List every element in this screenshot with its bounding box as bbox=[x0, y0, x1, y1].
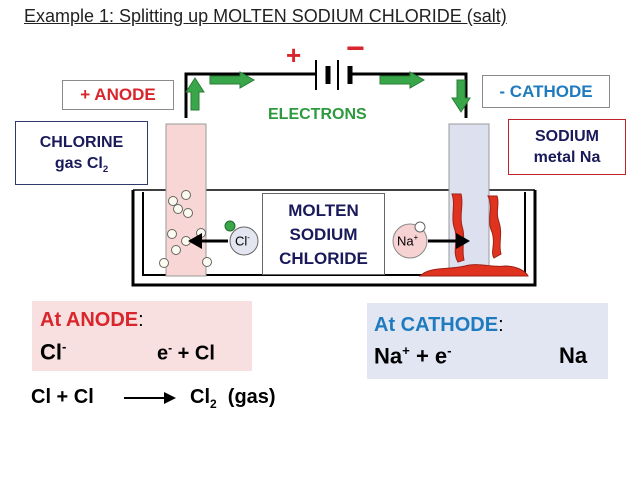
electrons-label: ELECTRONS bbox=[268, 106, 367, 123]
chlorine-eq-left: Cl + Cl bbox=[31, 386, 94, 408]
arrow-up-icon bbox=[185, 77, 205, 111]
arrow-right-icon bbox=[209, 71, 256, 89]
reaction-arrow-chlorine bbox=[164, 392, 176, 404]
cathode-equation-panel bbox=[367, 303, 608, 379]
arrow-down-icon bbox=[451, 79, 471, 113]
electron-dot bbox=[224, 220, 236, 232]
page-title: Example 1: Splitting up MOLTEN SODIUM CH… bbox=[24, 6, 507, 26]
cl-ion bbox=[229, 226, 259, 256]
electron-hole bbox=[414, 221, 426, 233]
cl-ion-label: Cl- bbox=[235, 233, 250, 249]
chlorine-gas-label: CHLORINE gas Cl2 bbox=[15, 121, 148, 185]
battery-icon bbox=[315, 60, 353, 90]
cathode-eq-left: Na+ + e- bbox=[374, 343, 452, 369]
arrow-right-icon-2 bbox=[379, 71, 426, 89]
anode-heading: At ANODE: bbox=[40, 309, 144, 331]
battery-minus: − bbox=[346, 30, 365, 66]
cathode-label: - CATHODE bbox=[482, 75, 610, 108]
cathode-heading: At CATHODE: bbox=[374, 314, 504, 336]
anode-equation-panel bbox=[32, 301, 252, 371]
anode-eq-left: Cl- bbox=[40, 339, 67, 365]
anode-eq-right: e- + Cl bbox=[157, 341, 215, 365]
molten-sodium-chloride-label: MOLTEN SODIUM CHLORIDE bbox=[262, 193, 385, 275]
na-ion-label: Na+ bbox=[397, 233, 419, 249]
circuit-wire bbox=[184, 72, 316, 118]
sodium-metal-label: SODIUM metal Na bbox=[508, 119, 626, 175]
anode-label: + ANODE bbox=[62, 80, 174, 110]
electron-arrows bbox=[185, 71, 471, 113]
chlorine-eq-right: Cl2 (gas) bbox=[190, 386, 276, 411]
na-ion bbox=[392, 223, 428, 259]
battery-plus: + bbox=[286, 40, 302, 70]
chlorine-bubbles bbox=[159, 190, 212, 268]
cathode-eq-product: Na bbox=[559, 343, 588, 368]
